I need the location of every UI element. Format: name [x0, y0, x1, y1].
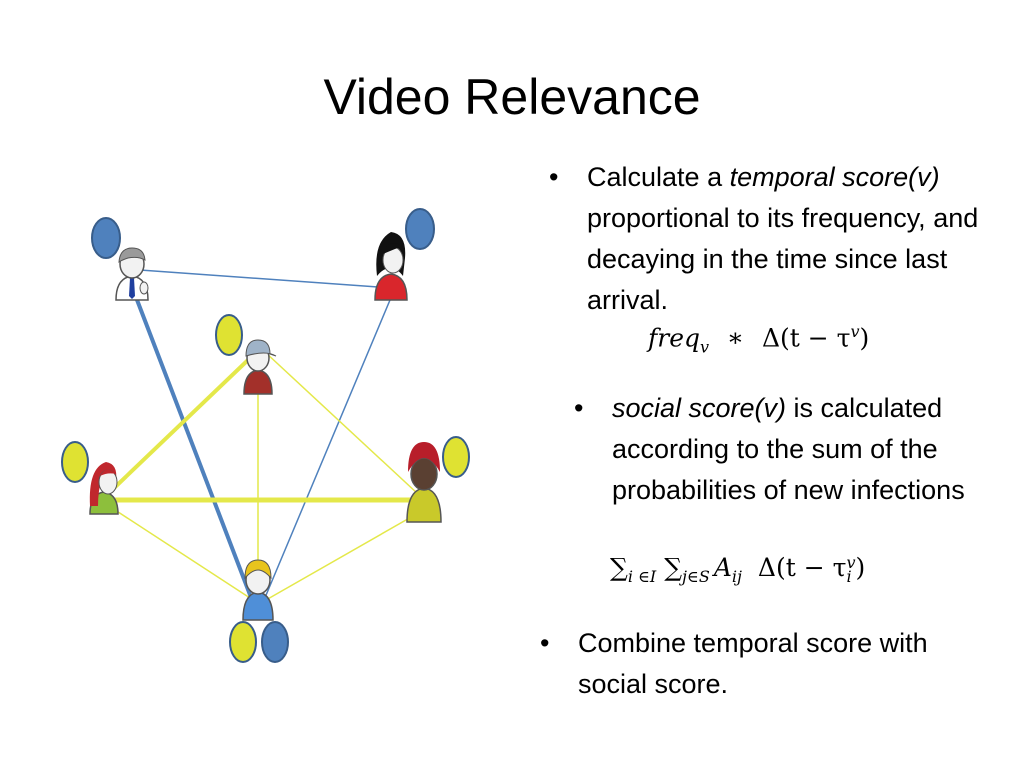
bullet-dot: • [549, 162, 559, 192]
person-businessman-icon [115, 247, 149, 301]
bullet-combine: • Combine temporal score with social sco… [540, 623, 998, 705]
edge-yellow [264, 351, 419, 495]
bullet-text: is calculated according to the sum of th… [612, 393, 965, 505]
bullet-text: proportional to its frequency, and decay… [587, 203, 979, 315]
bullet-dot: • [574, 393, 584, 423]
node-state-blue [405, 208, 435, 250]
person-woman-black-hair-icon [374, 232, 408, 301]
edge-yellow [265, 511, 421, 601]
temporal-score-term: temporal score(v) [729, 162, 940, 192]
node-state-blue [261, 621, 289, 663]
edge-yellow [111, 507, 251, 599]
node-state-yellow [215, 314, 243, 356]
person-blond-icon [242, 559, 274, 621]
bullet-temporal-score: • Calculate a temporal score(v) proporti… [549, 157, 1007, 321]
edge-yellow [110, 358, 250, 492]
node-state-yellow [442, 436, 470, 478]
social-score-term: social score(v) [612, 393, 787, 423]
edge-blue [263, 299, 391, 601]
network-diagram [61, 208, 470, 663]
edge-blue [139, 269, 379, 288]
temporal-score-formula: freqv ∗ Δ(t − τv) [648, 322, 870, 357]
person-red-hair-right-icon [406, 442, 442, 523]
bullet-dot: • [540, 628, 550, 658]
bullet-text: Combine temporal score with social score… [578, 628, 928, 699]
person-cap-icon [243, 339, 277, 395]
node-state-yellow [229, 621, 257, 663]
node-state-blue [91, 217, 121, 259]
edge-blue [132, 291, 254, 601]
person-red-hair-left-icon [89, 462, 119, 515]
node-state-yellow [61, 441, 89, 483]
bullet-text: Calculate a [587, 162, 730, 192]
bullet-social-score: • social score(v) is calculated accordin… [574, 388, 1002, 511]
slide-title: Video Relevance [323, 69, 701, 125]
